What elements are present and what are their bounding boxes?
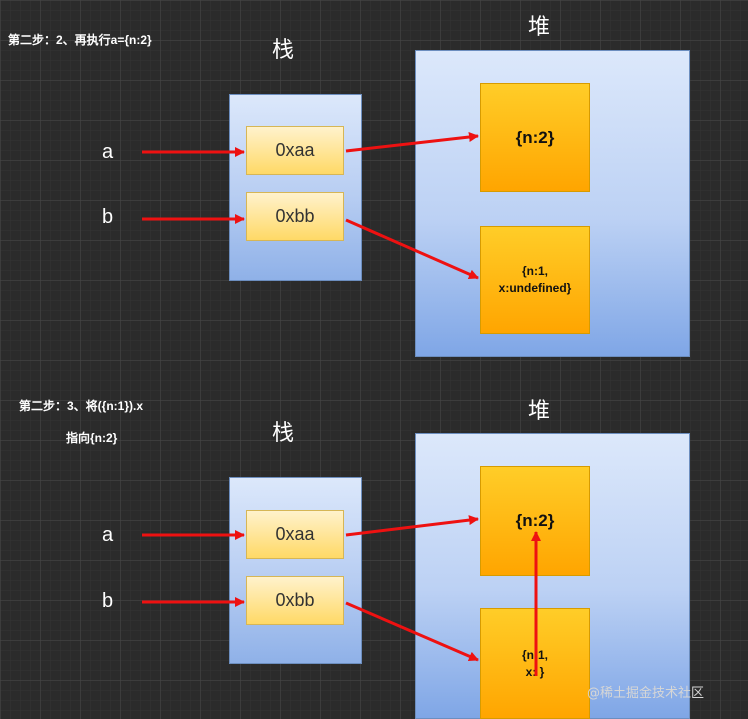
heap-object-n2-top: {n:2} — [480, 83, 590, 192]
address-a-top: 0xaa — [246, 126, 344, 175]
heap-object-n1-line1-top: {n:1, — [521, 264, 548, 279]
step-label-bottom-line2: 指向{n:2} — [66, 431, 118, 445]
stack-title-top: 栈 — [272, 38, 295, 63]
heap-object-n1-line2-top: x:undefined} — [498, 281, 572, 295]
stack-box-bottom — [229, 477, 362, 664]
address-b-top: 0xbb — [246, 192, 344, 241]
address-a-bottom: 0xaa — [246, 510, 344, 559]
address-b-bottom: 0xbb — [246, 576, 344, 625]
arrow-0xaa-to-n2-bottom — [345, 515, 479, 537]
arrow-0xaa-to-n2-top — [345, 132, 479, 153]
variable-b-top: b — [102, 206, 114, 228]
variable-b-bottom: b — [102, 590, 114, 612]
watermark: @稀土掘金技术社区 — [587, 686, 705, 701]
arrow-0xbb-to-n1-top — [345, 218, 479, 280]
heap-object-n1-top: {n:1, x:undefined} — [480, 226, 590, 334]
stack-title-bottom: 栈 — [272, 421, 295, 446]
heap-title-top: 堆 — [528, 15, 551, 40]
arrow-0xbb-to-n1-bottom — [345, 601, 479, 662]
stack-box-top — [229, 94, 362, 281]
variable-a-bottom: a — [102, 524, 114, 546]
variable-a-top: a — [102, 141, 114, 163]
step-label-bottom-line1: 第二步：3、将({n:1}).x — [19, 399, 144, 413]
heap-title-bottom: 堆 — [528, 399, 551, 424]
step-label-top: 第二步：2、再执行a={n:2} — [8, 33, 152, 47]
